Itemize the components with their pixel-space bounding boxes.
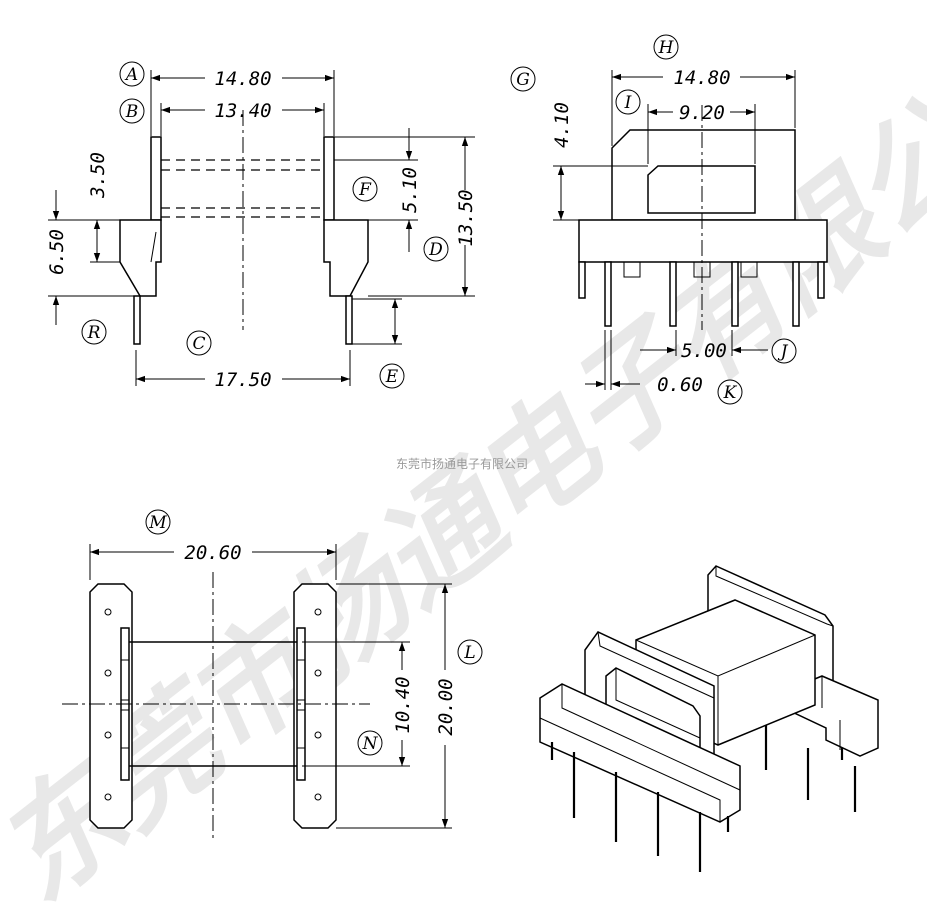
isometric-view xyxy=(539,565,879,872)
label-r: R xyxy=(81,319,107,345)
dim-front-inner-b: 13.40 xyxy=(214,100,271,122)
svg-text:L: L xyxy=(463,643,475,663)
front-left-flange-plate xyxy=(150,136,162,221)
label-i: I xyxy=(615,89,641,115)
svg-text:M: M xyxy=(148,513,167,533)
dim-top-length-m: 20.60 xyxy=(184,542,241,564)
svg-text:N: N xyxy=(362,734,379,754)
dim-front-window-f: 5.10 xyxy=(399,167,421,213)
label-a: A xyxy=(119,61,145,87)
svg-text:J: J xyxy=(778,342,789,362)
dim-side-height-g: 4.10 xyxy=(551,102,573,148)
dim-front-flange-lower: 6.50 xyxy=(46,229,68,275)
label-d: D xyxy=(423,236,449,262)
label-m: M xyxy=(145,509,171,535)
svg-text:A: A xyxy=(124,65,138,85)
svg-text:I: I xyxy=(624,93,632,113)
label-e: E xyxy=(379,363,405,389)
label-n: N xyxy=(357,730,383,756)
label-l: L xyxy=(457,639,483,665)
label-h: H xyxy=(653,34,679,60)
svg-text:B: B xyxy=(125,102,139,122)
front-right-pin xyxy=(345,295,353,345)
label-c: C xyxy=(186,330,212,356)
dim-side-window-i: 9.20 xyxy=(679,102,725,124)
dim-side-width-h: 14.80 xyxy=(673,67,730,89)
side-pin xyxy=(578,261,586,299)
svg-text:C: C xyxy=(192,334,205,354)
svg-text:G: G xyxy=(516,70,530,90)
side-base xyxy=(578,219,828,263)
dim-top-width-l: 20.00 xyxy=(435,678,457,735)
svg-text:E: E xyxy=(385,367,399,387)
svg-text:F: F xyxy=(358,180,372,200)
label-k: K xyxy=(717,379,743,405)
dim-front-base-c: 17.50 xyxy=(214,369,271,391)
side-pin xyxy=(731,261,739,327)
dim-front-total-height: 13.50 xyxy=(455,189,477,246)
company-caption: 东莞市扬通电子有限公司 xyxy=(396,456,528,471)
front-right-base-block xyxy=(323,219,369,297)
front-left-pin xyxy=(133,295,141,345)
label-g: G xyxy=(510,66,536,92)
side-view: 14.80 9.20 4.10 5.00 0.60 G H I J K xyxy=(510,34,828,405)
dim-front-flange-upper: 3.50 xyxy=(87,152,109,199)
svg-text:D: D xyxy=(428,240,443,260)
svg-text:K: K xyxy=(723,383,738,403)
svg-text:R: R xyxy=(87,323,101,343)
label-f: F xyxy=(352,176,378,202)
side-pin xyxy=(817,261,825,299)
dim-side-pin-pitch-j: 5.00 xyxy=(681,340,727,362)
front-left-base-block xyxy=(119,219,162,297)
side-pin xyxy=(792,261,800,327)
front-left-chamfer-line xyxy=(150,231,157,263)
dim-front-width-a: 14.80 xyxy=(214,68,271,90)
label-j: J xyxy=(771,338,797,364)
front-right-flange-plate xyxy=(323,136,335,221)
side-pin xyxy=(604,261,612,327)
front-view: 14.80 13.40 17.50 13.50 5.10 3.50 xyxy=(46,61,477,391)
side-pin xyxy=(669,261,677,327)
label-b: B xyxy=(119,98,145,124)
dim-top-slot-n: 10.40 xyxy=(392,676,414,733)
svg-text:H: H xyxy=(658,38,675,58)
top-view: 20.60 20.00 10.40 M L N xyxy=(62,509,483,840)
dim-side-pin-dia-k: 0.60 xyxy=(657,374,703,396)
